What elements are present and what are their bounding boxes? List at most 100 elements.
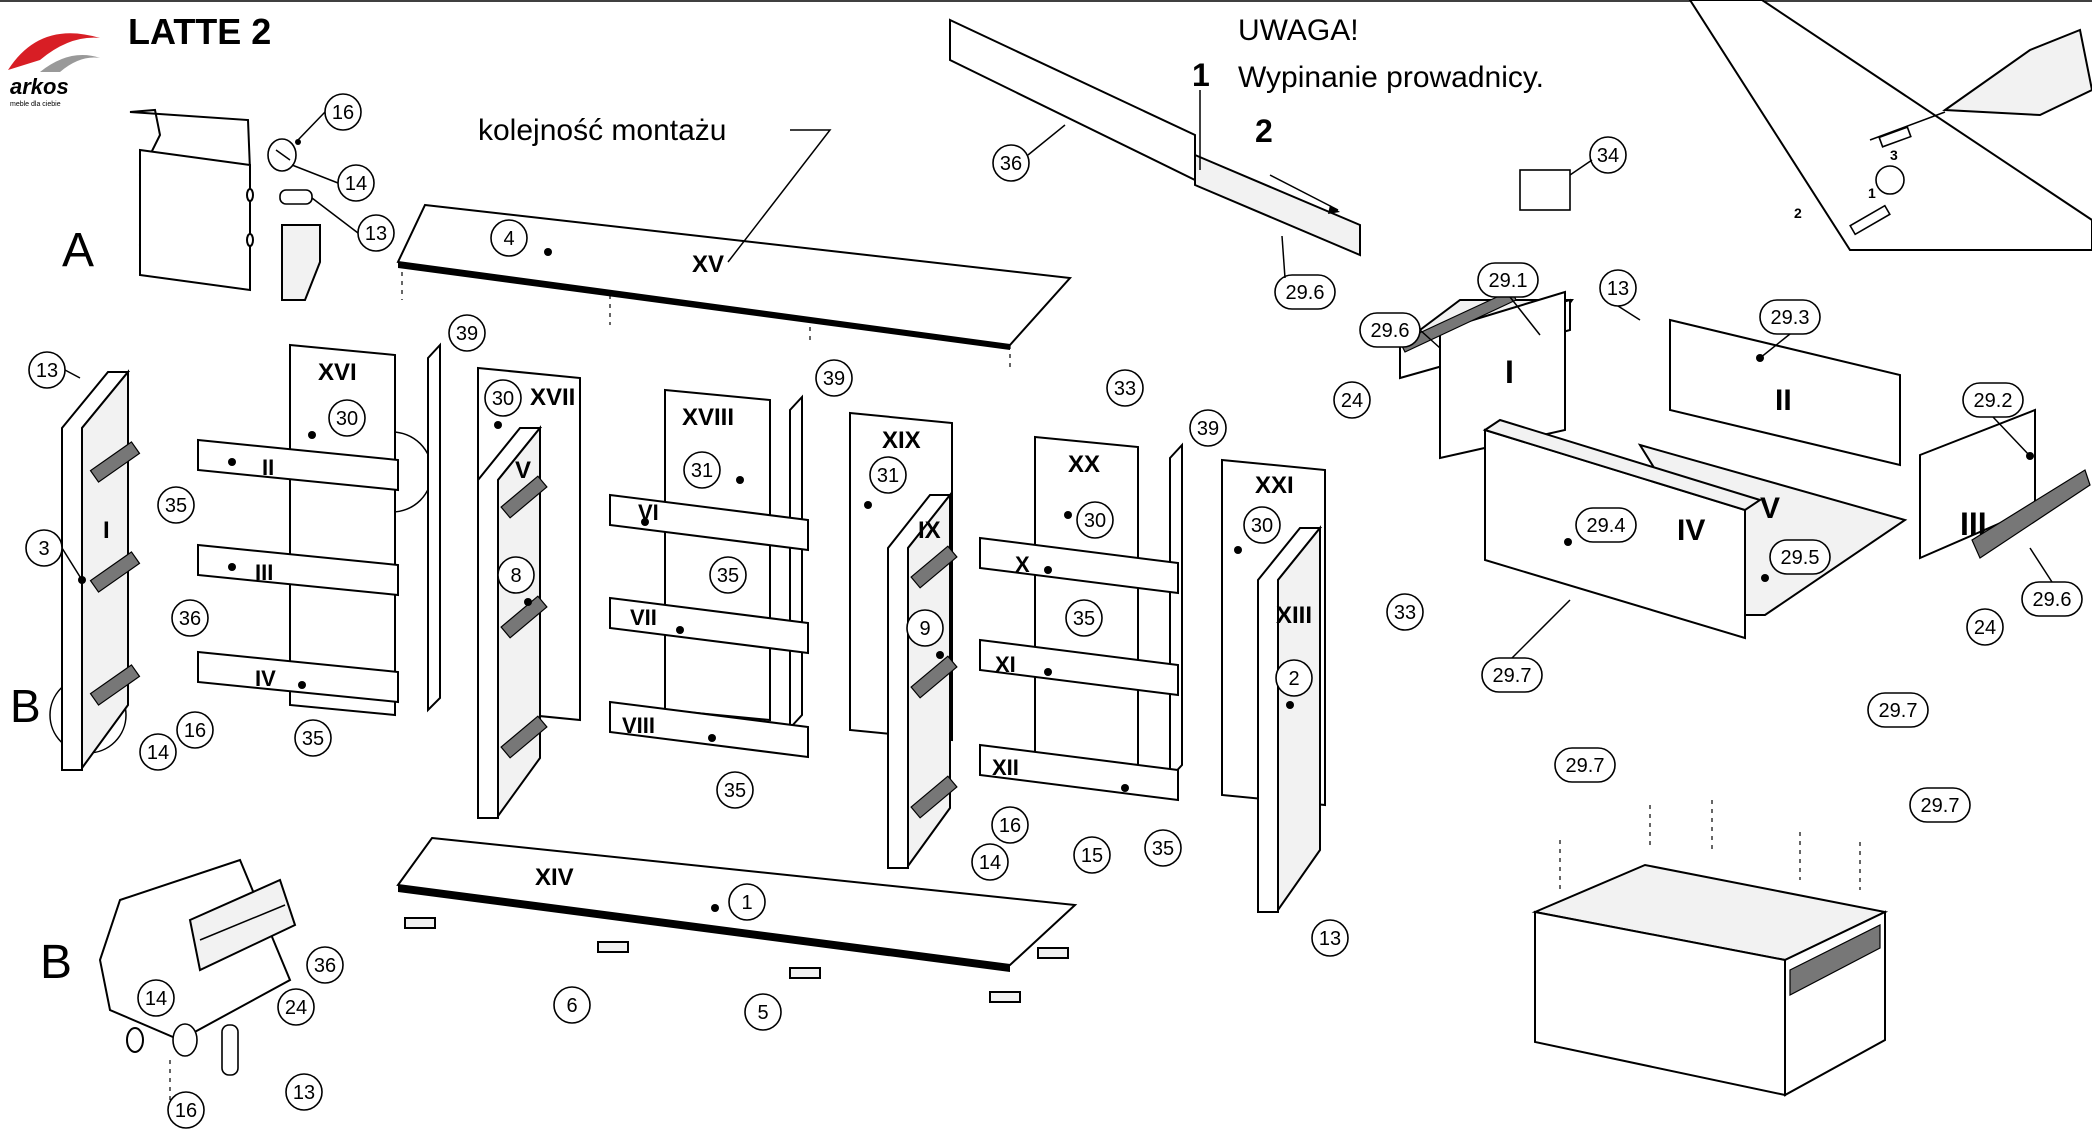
callout-13-drawer: 13 (1599, 269, 1637, 307)
callout-29-6-right: 29.6 (2021, 581, 2083, 617)
callout-1: 1 (728, 883, 766, 921)
svg-text:30: 30 (336, 408, 358, 430)
assembly-order-arrow (727, 129, 832, 263)
svg-text:14: 14 (147, 742, 169, 764)
svg-text:24: 24 (285, 997, 307, 1019)
callout-29-7-a: 29.7 (1481, 657, 1543, 693)
callout-6: 6 (553, 986, 591, 1024)
label-i: I (103, 517, 110, 544)
glue-bottle-icon (1519, 169, 1571, 211)
rails: II III IV VI VII VIII X XI XII (197, 438, 1179, 802)
svg-text:13: 13 (365, 223, 387, 245)
svg-text:29.5: 29.5 (1781, 547, 1820, 569)
callout-13-left: 13 (28, 351, 66, 389)
drawer-assembled (1531, 800, 1889, 1097)
callout-31-xviii: 31 (683, 451, 721, 489)
svg-text:35: 35 (165, 495, 187, 517)
callout-39-a: 39 (448, 314, 486, 352)
callout-30-xxi: 30 (1243, 506, 1281, 544)
label-xix: XIX (882, 427, 921, 454)
svg-text:29.1: 29.1 (1489, 270, 1528, 292)
inner-side-xiii: XIII (1257, 525, 1323, 914)
callout-14-left: 14 (139, 733, 177, 771)
svg-text:16: 16 (999, 815, 1021, 837)
callout-5: 5 (744, 993, 782, 1031)
top-panel: XV (396, 203, 1073, 370)
svg-text:29.7: 29.7 (1921, 795, 1960, 817)
svg-text:13: 13 (36, 360, 58, 382)
svg-text:9: 9 (919, 618, 930, 640)
detail-b: B (40, 858, 297, 1100)
callouts: 16 14 13 4 36 29.6 34 13 3 30 35 36 16 1… (25, 93, 2083, 1129)
screwdriver-detail: 1 2 3 (1688, 0, 2092, 251)
label-xxi: XXI (1255, 472, 1294, 499)
product-title: LATTE 2 (128, 11, 271, 52)
callout-16-a: 16 (324, 93, 362, 131)
callout-2: 2 (1275, 659, 1313, 697)
callout-36-left: 36 (171, 599, 209, 637)
warning-step-1: 1 (1192, 57, 1210, 93)
svg-text:14: 14 (145, 988, 167, 1010)
callout-24-right: 24 (1966, 608, 2004, 646)
svg-text:39: 39 (456, 323, 478, 345)
arkos-logo: arkos meble dla ciebie (8, 33, 100, 108)
svg-text:29.2: 29.2 (1974, 390, 2013, 412)
label-v: V (515, 457, 531, 484)
svg-text:33: 33 (1394, 602, 1416, 624)
detail-b-label: B (40, 936, 72, 989)
callout-13-a: 13 (357, 214, 395, 252)
svg-text:16: 16 (175, 1100, 197, 1122)
callout-4: 4 (490, 219, 528, 257)
callout-35-viii: 35 (716, 771, 754, 809)
svg-text:29.3: 29.3 (1771, 307, 1810, 329)
label-ii: II (262, 455, 274, 480)
svg-text:24: 24 (1341, 390, 1363, 412)
label-viii: VIII (622, 713, 655, 738)
svg-text:29.7: 29.7 (1566, 755, 1605, 777)
svg-text:35: 35 (717, 565, 739, 587)
svg-text:33: 33 (1114, 378, 1136, 400)
callout-29-6-left: 29.6 (1359, 312, 1421, 348)
callout-30-xvii: 30 (484, 379, 522, 417)
svg-text:36: 36 (1000, 153, 1022, 175)
svg-text:36: 36 (179, 608, 201, 630)
callout-36-top: 36 (992, 144, 1030, 182)
inner-side-ix: IX (887, 492, 958, 870)
svg-text:8: 8 (510, 565, 521, 587)
drawer-side-i (1439, 290, 1566, 460)
svg-text:14: 14 (345, 173, 367, 195)
label-xiii: XIII (1276, 602, 1312, 629)
svg-text:30: 30 (1251, 515, 1273, 537)
callout-16-left: 16 (176, 711, 214, 749)
label-xv: XV (692, 251, 724, 278)
callout-24-left: 24 (1333, 381, 1371, 419)
svg-text:13: 13 (293, 1082, 315, 1104)
svg-text:30: 30 (492, 388, 514, 410)
callout-39-b: 39 (815, 359, 853, 397)
svg-text:29.7: 29.7 (1879, 700, 1918, 722)
callout-35-iv: 35 (294, 719, 332, 757)
callout-31-xix: 31 (869, 456, 907, 494)
callout-35-left: 35 (157, 486, 195, 524)
drawer-label-iv: IV (1677, 514, 1705, 547)
svg-text:24: 24 (1974, 617, 1996, 639)
callout-29-7-d: 29.7 (1909, 787, 1971, 823)
callout-29-2: 29.2 (1962, 382, 2024, 418)
drawer-label-ii: II (1775, 384, 1792, 417)
callout-30-xvi: 30 (328, 399, 366, 437)
callout-14-a: 14 (337, 164, 375, 202)
callout-29-6-top: 29.6 (1274, 274, 1336, 310)
assembly-order-label: kolejność montażu (478, 114, 726, 147)
drawer-label-v: V (1760, 492, 1780, 525)
svg-text:1: 1 (741, 892, 752, 914)
drawer-slide (949, 18, 1361, 257)
callout-14-b: 14 (137, 979, 175, 1017)
svg-text:13: 13 (1607, 278, 1629, 300)
svg-text:29.6: 29.6 (1286, 282, 1325, 304)
callout-29-3: 29.3 (1759, 299, 1821, 335)
drawer-label-i: I (1505, 354, 1514, 390)
callout-16-b: 16 (167, 1091, 205, 1129)
back-panel-xviii: XVIII (664, 388, 771, 722)
svg-text:3: 3 (38, 538, 49, 560)
callout-29-4: 29.4 (1575, 507, 1637, 543)
